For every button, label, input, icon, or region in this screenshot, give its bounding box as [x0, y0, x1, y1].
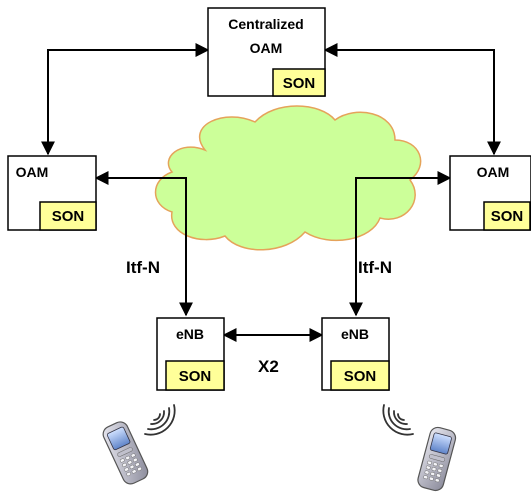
arrow-central-to-oam-right [323, 43, 501, 156]
mobile-phone-icon [417, 426, 457, 492]
radio-waves-icon [144, 404, 176, 436]
enb-left-son-box [165, 360, 225, 391]
arrow-oam-left-to-enb-left [94, 171, 193, 317]
oam-left-label: OAM [16, 164, 49, 180]
enb-left-son-label: SON [179, 368, 212, 385]
central-oam-node: Centralized OAM SON [207, 7, 326, 97]
enb-right-son-box [330, 360, 390, 391]
oam-left-node: OAM SON [7, 155, 97, 231]
oam-right-son-box [483, 201, 531, 231]
enb-right-node: eNB SON [321, 317, 390, 391]
mobile-phone-icon [102, 421, 149, 485]
enb-right-son-label: SON [344, 368, 377, 385]
oam-left-son-box [39, 201, 97, 231]
oam-right-label: OAM [477, 164, 510, 180]
central-son-box [272, 68, 326, 97]
connectors [41, 43, 501, 342]
arrow-oam-right-to-enb-right [349, 171, 452, 317]
central-oam-label-line2: OAM [250, 40, 283, 56]
oam-left-son-label: SON [52, 208, 85, 225]
central-oam-label-line1: Centralized [228, 16, 303, 32]
enb-right-label: eNB [341, 326, 369, 342]
itf-n-left-label: Itf-N [126, 258, 160, 277]
oam-right-son-label: SON [491, 208, 524, 225]
oam-right-node: OAM SON [449, 155, 531, 231]
central-son-label: SON [283, 75, 316, 92]
enb-left-node: eNB SON [156, 317, 225, 391]
enb-left-label: eNB [176, 326, 204, 342]
itf-n-right-label: Itf-N [358, 258, 392, 277]
x2-label: X2 [258, 357, 279, 376]
arrow-central-to-oam-left [41, 43, 210, 156]
radio-waves-icon [382, 404, 414, 436]
